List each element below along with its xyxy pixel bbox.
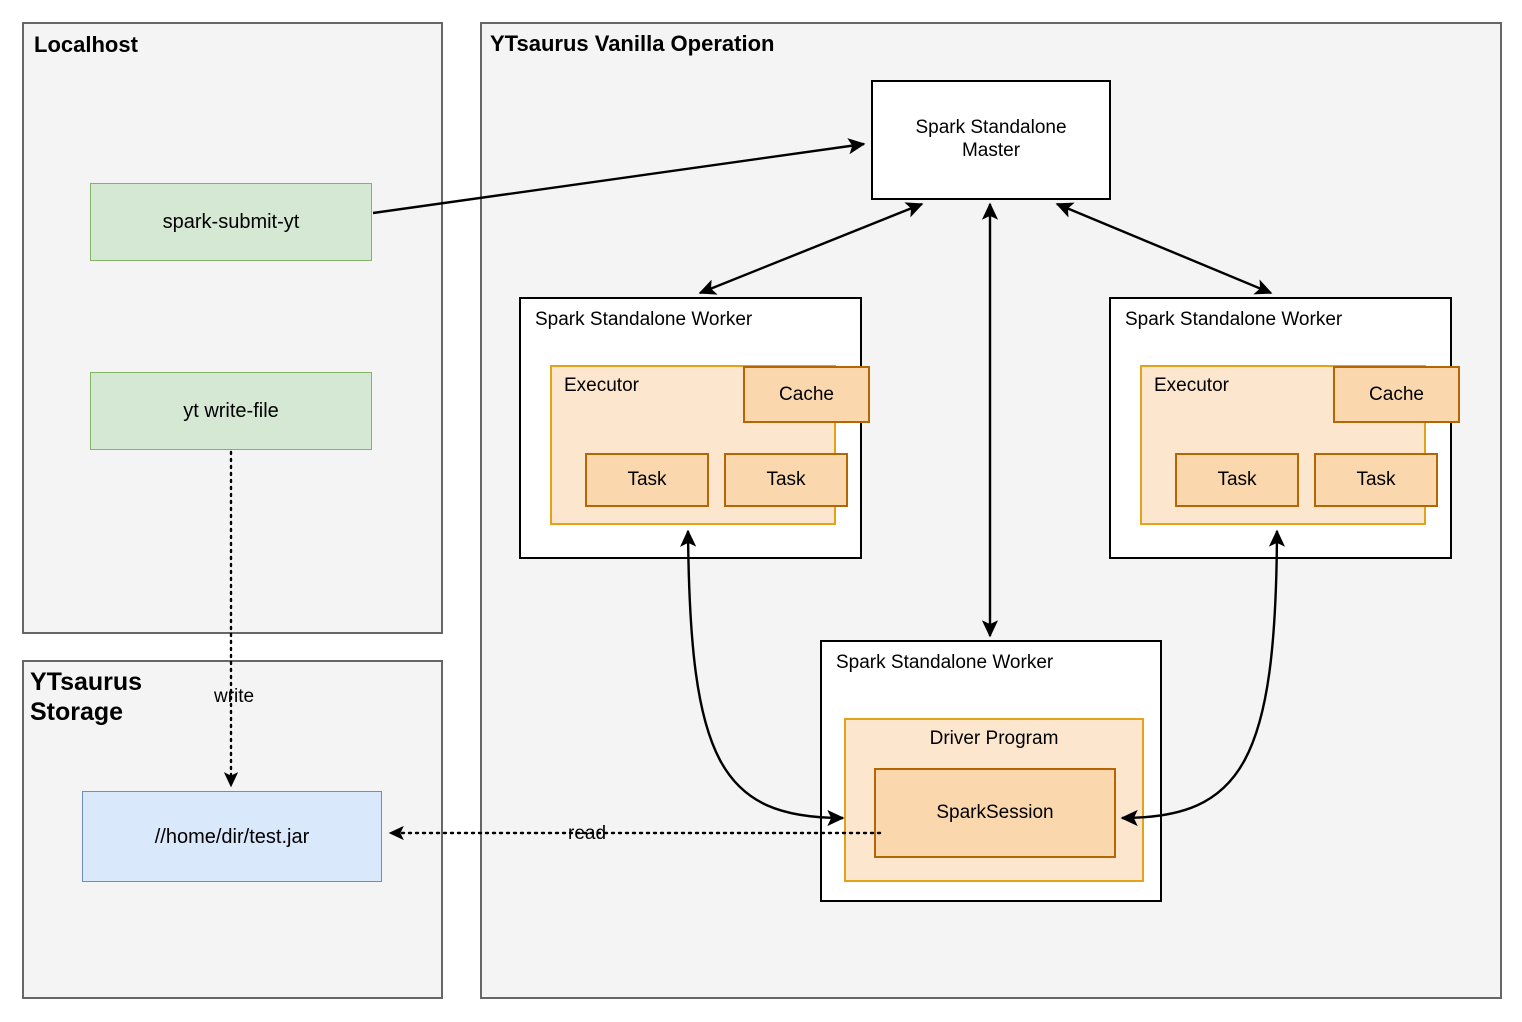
- driver-program-label: Driver Program: [929, 728, 1059, 749]
- master-label: Spark Standalone Master: [915, 117, 1067, 161]
- edge-label-read: read: [566, 823, 609, 845]
- worker-left-task-0[interactable]: Task: [585, 453, 709, 507]
- worker-right-executor[interactable]: Executor Cache Task Task: [1140, 365, 1460, 525]
- worker-left-title: Spark Standalone Worker: [535, 309, 753, 330]
- worker-left-executor[interactable]: Executor Cache Task Task: [550, 365, 870, 525]
- worker-right[interactable]: Spark Standalone Worker Executor Cache T…: [1109, 297, 1460, 559]
- panel-ytsaurus-storage-title: YTsaurus Storage: [30, 668, 143, 726]
- worker-right-cache[interactable]: Cache: [1333, 366, 1460, 423]
- panel-ytsaurus-vanilla-operation-title: YTsaurus Vanilla Operation: [490, 31, 775, 56]
- worker-right-task-1[interactable]: Task: [1314, 453, 1438, 507]
- worker-driver[interactable]: Spark Standalone Worker Driver Program S…: [820, 640, 1162, 902]
- node-spark-standalone-master[interactable]: Spark Standalone Master: [871, 80, 1111, 200]
- panel-localhost-title: Localhost: [34, 32, 138, 57]
- edge-label-write: write: [212, 686, 257, 708]
- worker-right-task-0[interactable]: Task: [1175, 453, 1299, 507]
- node-spark-submit-yt[interactable]: spark-submit-yt: [90, 183, 372, 261]
- node-jar-path[interactable]: //home/dir/test.jar: [82, 791, 382, 882]
- node-yt-write-file[interactable]: yt write-file: [90, 372, 372, 450]
- driver-program[interactable]: Driver Program SparkSession: [844, 718, 1144, 882]
- worker-driver-title: Spark Standalone Worker: [836, 652, 1054, 673]
- worker-left-executor-label: Executor: [564, 375, 639, 396]
- panel-localhost: [22, 22, 443, 634]
- worker-right-executor-label: Executor: [1154, 375, 1229, 396]
- worker-right-title: Spark Standalone Worker: [1125, 309, 1343, 330]
- worker-left[interactable]: Spark Standalone Worker Executor Cache T…: [519, 297, 870, 559]
- spark-session[interactable]: SparkSession: [874, 768, 1116, 858]
- worker-left-task-1[interactable]: Task: [724, 453, 848, 507]
- worker-left-cache[interactable]: Cache: [743, 366, 870, 423]
